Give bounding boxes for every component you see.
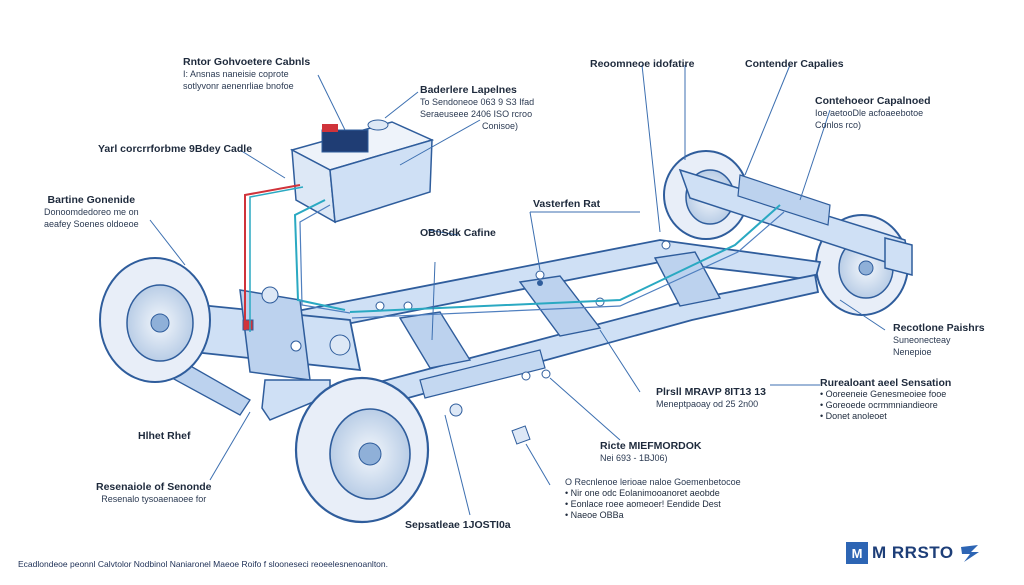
label-sub: Resenalo tysoaenaoee for <box>101 494 207 504</box>
list-item: Goreoede ocrmmniandieore <box>820 400 951 411</box>
label-sub: aeafey Soenes oldoeoe <box>44 219 139 229</box>
list-item: Ooreeneie Genesmeoiee fooe <box>820 389 951 400</box>
label-top-left: Rntor Gohvoetere Cabnls I: Ansnas naneis… <box>183 56 310 92</box>
label-left-mid: Bartine Gonenide Donoomdedoreo me on aea… <box>44 194 139 230</box>
label-right-upper: Contehoeor Capalnoed Ioe aetooDle acfoae… <box>815 95 931 131</box>
brand-mark-icon: M <box>846 542 868 564</box>
label-frame: Vasterfen Rat <box>533 198 600 210</box>
leader-lines <box>149 64 886 516</box>
label-bottom-mid: Sepsatleae 1JOSTI0a <box>405 519 511 531</box>
label-sub: sotlyvonr aenenrliae bnofoe <box>183 81 294 91</box>
label-sub: Suneonecteay <box>893 335 951 345</box>
label-sub: O Recnlenoe lerioae naloe Goemenbetocoe <box>565 477 741 487</box>
label-bottom-left: Resenaiole of Senonde Resenalo tysoaenao… <box>96 481 212 505</box>
label-sub: Donoomdedoreo me on <box>44 207 139 217</box>
list-item: Nir one odc Eolanimooanoret aeobde <box>565 488 741 499</box>
label-right-low: Rurealoant aeel Sensation Ooreeneie Gene… <box>820 377 951 422</box>
brand-name: M RRSTO <box>872 543 954 562</box>
list-item: Naeoe OBBa <box>565 510 741 521</box>
front-right-wheel <box>294 376 430 524</box>
label-title: Rurealoant aeel Sensation <box>820 377 952 389</box>
label-title: Ricte MIEFMORDOK <box>600 440 702 452</box>
label-title: Bartine Gonenide <box>47 194 136 206</box>
cables <box>244 184 785 332</box>
front-left-wheel <box>99 257 211 383</box>
label-left-cable: Yarl corcrrforbme 9Bdey Cadle <box>98 143 252 155</box>
label-title: Contehoeor Capalnoed <box>815 95 931 107</box>
label-title: OB0Sdk Cafine <box>420 227 496 239</box>
label-title: Recotlone Paishrs <box>893 322 985 334</box>
label-sub: Ioe aetooDle acfoaeebotoe <box>815 108 924 118</box>
label-dc-cable: OB0Sdk Cafine <box>420 227 496 239</box>
list-item: Eonlace roee aomeoer! Eendide Dest <box>565 499 741 510</box>
label-sub: I: Ansnas naneisie coprote <box>183 69 289 79</box>
label-battery: Baderlere Lapelnes To Sendoneoe 063 9 S3… <box>420 84 534 132</box>
label-title: Rntor Gohvoetere Cabnls <box>183 56 311 68</box>
label-left-low: Hlhet Rhef <box>138 430 191 442</box>
label-title: Vasterfen Rat <box>533 198 601 210</box>
label-title: Yarl corcrrforbme 9Bdey Cadle <box>98 143 253 155</box>
label-right-mid: Recotlone Paishrs Suneonecteay Nenepioe <box>893 322 985 358</box>
label-sub: Seraeuseee 2406 ISO rcroo <box>420 109 533 119</box>
label-center-right: Plrsll MRAVP 8IT13 13 Meneptpaoay od 25 … <box>656 386 766 410</box>
label-rear-right-top: Contender Capalies <box>745 58 844 70</box>
arrow-swoosh-icon <box>960 545 979 562</box>
label-title: Resenaiole of Senonde <box>96 481 212 493</box>
label-title: Reoomneoe idofatire <box>590 58 695 70</box>
label-sub: Nei 693 - 1BJ06) <box>600 453 668 463</box>
label-sub: Conisoe) <box>482 121 519 131</box>
label-title: Plrsll MRAVP 8IT13 13 <box>656 386 766 398</box>
label-sub: To Sendoneoe 063 9 S3 Ifad <box>420 97 535 107</box>
sensor-connector <box>511 425 531 445</box>
label-title: Contender Capalies <box>745 58 844 70</box>
footer-caption: Ecadlondeoe peonnl Calvtolor Nodbinol Na… <box>18 559 388 569</box>
brand-logo: M M RRSTO <box>846 538 996 568</box>
label-sub: Nenepioe <box>893 347 932 357</box>
rear-axle <box>678 168 913 276</box>
label-center-low: Ricte MIEFMORDOK Nei 693 - 1BJ06) <box>600 440 702 464</box>
label-sub: Conlos rco) <box>815 120 862 130</box>
list-item: Donet anoleoet <box>820 411 951 422</box>
label-sub: Meneptpaoay od 25 2n00 <box>656 399 759 409</box>
label-title: Sepsatleae 1JOSTI0a <box>405 519 511 531</box>
battery <box>289 119 435 224</box>
label-bottom-right: O Recnlenoe lerioae naloe Goemenbetocoe … <box>565 476 741 521</box>
label-title: Hlhet Rhef <box>138 430 191 442</box>
label-rear-top: Reoomneoe idofatire <box>590 58 694 70</box>
label-title: Baderlere Lapelnes <box>420 84 517 96</box>
